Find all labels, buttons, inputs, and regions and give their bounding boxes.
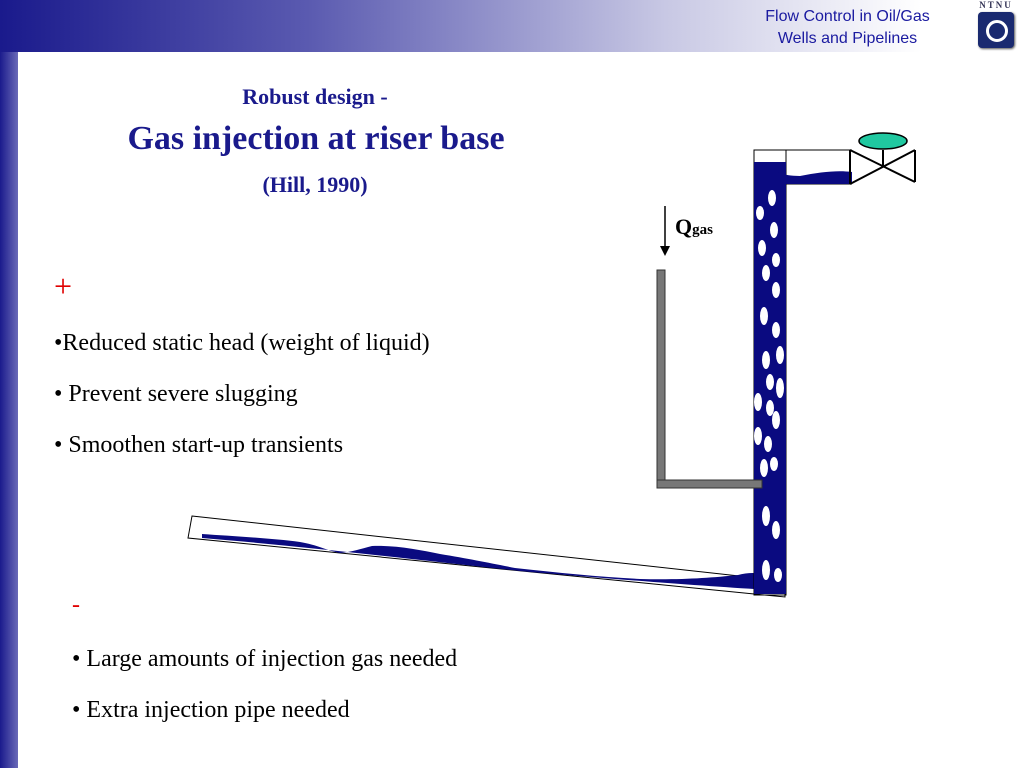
slide-citation: (Hill, 1990)	[262, 172, 368, 197]
bubble	[772, 322, 780, 338]
outlet-liquid	[754, 162, 852, 190]
logo-ring	[986, 20, 1008, 42]
pros-item: •Reduced static head (weight of liquid)	[54, 330, 430, 356]
bubble	[758, 240, 766, 256]
gas-flow-label: Qgas	[675, 214, 713, 240]
bubble	[754, 427, 762, 445]
bubble	[772, 521, 780, 539]
header-bar	[0, 0, 1024, 52]
injection-pipe-vertical	[656, 269, 666, 489]
gas-flow-arrow-icon	[660, 206, 670, 256]
left-accent-bar	[0, 0, 18, 768]
bubble	[754, 393, 762, 411]
pipeline-liquid	[202, 534, 770, 590]
bubble	[770, 222, 778, 238]
bubble	[756, 206, 764, 220]
bubble	[774, 568, 782, 582]
bubble	[772, 282, 780, 298]
bubble	[772, 253, 780, 267]
bubble	[768, 190, 776, 206]
bubble	[770, 457, 778, 471]
bubble	[766, 374, 774, 390]
gas-bubbles	[754, 190, 784, 582]
cons-item: • Large amounts of injection gas needed	[72, 646, 458, 672]
ntnu-logo-icon	[978, 12, 1014, 48]
bubble	[762, 506, 770, 526]
bubble	[766, 400, 774, 416]
cons-item: • Extra injection pipe needed	[72, 697, 350, 723]
slide-subtitle: Robust design -	[242, 84, 388, 109]
choke-valve-icon	[849, 132, 916, 185]
bubble	[760, 307, 768, 325]
pros-marker: +	[54, 268, 73, 304]
injection-pipe	[656, 269, 763, 489]
bubble	[762, 351, 770, 369]
logo-text: NTNU	[979, 0, 1013, 10]
gas-flow-subscript: gas	[692, 222, 713, 238]
bubble	[760, 459, 768, 477]
pros-item: • Prevent severe slugging	[54, 381, 298, 407]
injection-pipe-horizontal	[656, 479, 763, 489]
header-title: Flow Control in Oil/Gas Wells and Pipeli…	[765, 8, 930, 47]
bubble	[762, 560, 770, 580]
gas-flow-symbol: Q	[675, 214, 693, 239]
bubble	[776, 346, 784, 364]
bubble	[764, 436, 772, 452]
bubble	[776, 378, 784, 398]
slide-title: Gas injection at riser base	[127, 120, 505, 157]
cons-marker: -	[72, 592, 80, 618]
pros-item: • Smoothen start-up transients	[54, 432, 344, 458]
bubble	[762, 265, 770, 281]
bubble	[772, 411, 780, 429]
pipeline	[187, 515, 786, 598]
